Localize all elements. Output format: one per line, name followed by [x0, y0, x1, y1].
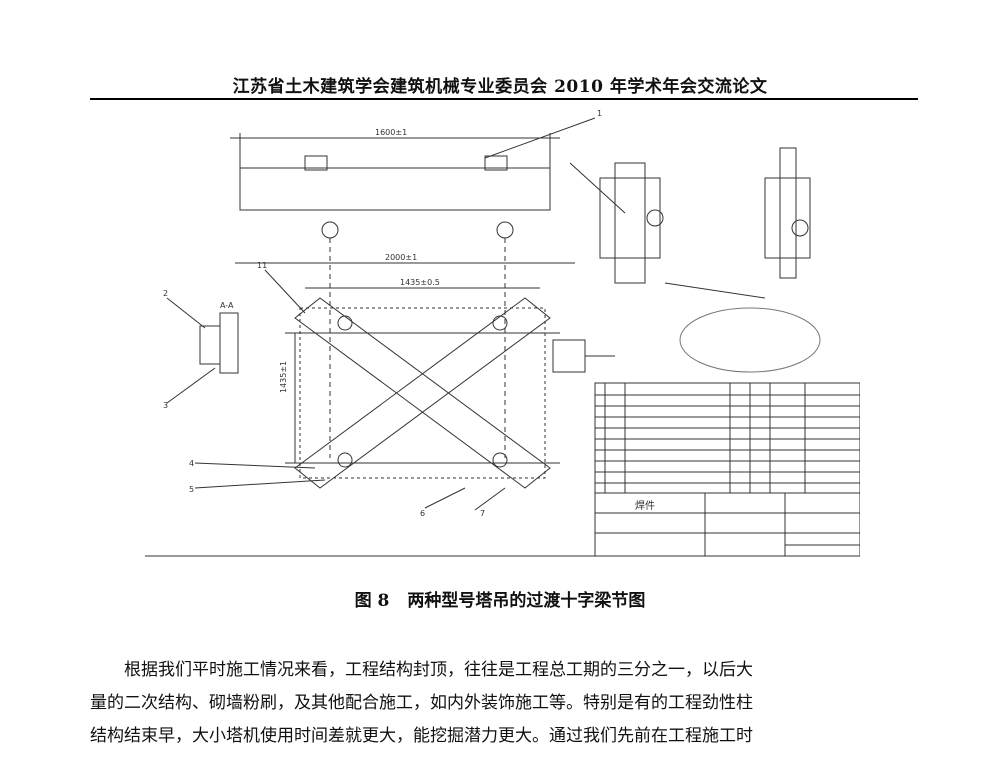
base-frame [299, 307, 546, 479]
detail-view-2 [764, 177, 811, 259]
part-label-2: 2 [163, 289, 168, 298]
section-view-left [199, 325, 221, 365]
dim-label-mid: 2000±1 [385, 253, 417, 262]
part-label-4: 4 [189, 459, 194, 468]
parts-list-table [594, 382, 860, 494]
part-label-7: 7 [480, 509, 485, 518]
figure-caption: 图 8 两种型号塔吊的过渡十字梁节图 [0, 586, 1000, 611]
body-line: 根据我们平时施工情况来看，工程结构封顶，往往是工程总工期的三分之一，以后大 [124, 660, 753, 680]
part-label-6: 6 [420, 509, 425, 518]
part-label-11: 11 [257, 261, 267, 270]
engineering-drawing: 1600±1 2000±1 1435±0.5 1435±1 A-A 1 2 3 … [145, 109, 860, 557]
header-rule [90, 98, 918, 100]
detail-box [552, 339, 586, 373]
part-label-1: 1 [597, 109, 602, 118]
detail-view-1 [599, 177, 661, 259]
part-label-5: 5 [189, 485, 194, 494]
figure-number: 图 8 [354, 591, 390, 611]
pad-br [492, 452, 508, 468]
body-line: 结构结束早，大小塔机使用时间差就更大，能挖掘潜力更大。通过我们先前在工程施工时 [90, 726, 753, 746]
section-label: A-A [220, 301, 234, 310]
body-paragraph: 根据我们平时施工情况来看，工程结构封顶，往往是工程总工期的三分之一，以后大 量的… [90, 654, 918, 753]
top-beam-lug-right [484, 155, 508, 171]
title-block-name: 焊件 [635, 500, 655, 512]
pad-tl [337, 315, 353, 331]
dim-label-top: 1600±1 [375, 128, 407, 137]
cross-beam-b [294, 297, 551, 489]
body-line: 量的二次结构、砌墙粉刷，及其他配合施工，如内外装饰施工等。特别是有的工程劲性柱 [90, 693, 753, 713]
page-header-title: 江苏省土木建筑学会建筑机械专业委员会 2010 年学术年会交流论文 [232, 77, 768, 97]
pad-bl [337, 452, 353, 468]
figure-title: 两种型号塔吊的过渡十字梁节图 [407, 591, 646, 611]
bolt-hole-right [496, 221, 514, 239]
bolt-hole-left [321, 221, 339, 239]
top-beam-outline [239, 167, 551, 211]
cross-beam-a [294, 297, 551, 489]
dim-label-x: 1435±0.5 [400, 278, 440, 287]
approval-stamp [679, 307, 821, 373]
top-beam-lug-left [304, 155, 328, 171]
part-label-3: 3 [163, 401, 168, 410]
pad-tr [492, 315, 508, 331]
dim-label-v: 1435±1 [279, 361, 288, 393]
